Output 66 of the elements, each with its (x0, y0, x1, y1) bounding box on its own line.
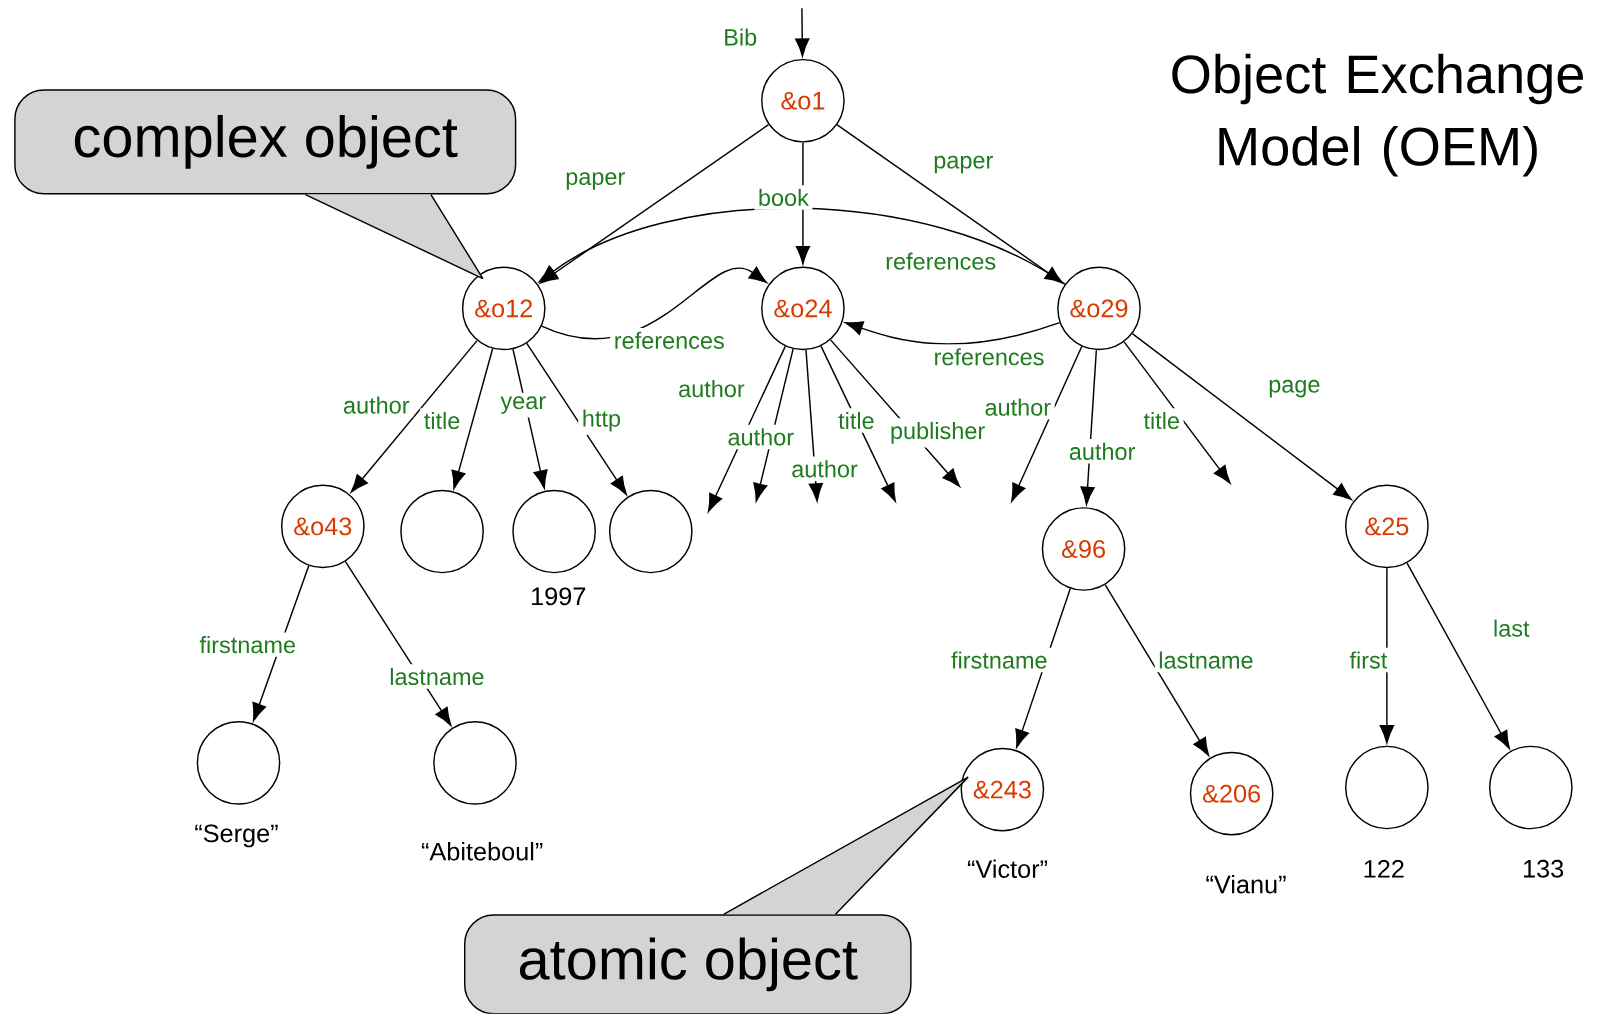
edge-label: title (834, 408, 879, 433)
value-text: “Victor” (967, 859, 1048, 879)
edge-label: references (881, 249, 1000, 274)
object-circle (400, 489, 484, 574)
arrow (350, 340, 478, 493)
edge-label: paper (929, 152, 997, 178)
edge-label: author (980, 395, 1055, 420)
arrow (1123, 341, 1231, 484)
arrow (540, 266, 768, 340)
edge-label: Bib (719, 24, 761, 50)
arrow (820, 345, 896, 502)
object-circle (512, 489, 596, 574)
value-text: “Serge” (195, 824, 278, 848)
edge-label: http (578, 406, 625, 436)
edge-label: paper (561, 168, 629, 194)
edge-label: author (1065, 439, 1139, 464)
arrow (1011, 346, 1083, 502)
arrow (795, 7, 810, 57)
edge-label: author (723, 424, 798, 450)
edge-label: firstname (195, 632, 300, 657)
arrow (451, 348, 494, 490)
edge-label: title (1139, 408, 1184, 433)
edge-label: author (339, 393, 414, 418)
arrow (1406, 562, 1510, 750)
edge-label: references (610, 328, 729, 353)
callout-pointer (722, 776, 969, 916)
object-circle (433, 721, 517, 805)
edge-label: firstname (947, 647, 1052, 673)
edge-label: page (1264, 376, 1325, 402)
value-text: “Vianu” (1206, 875, 1286, 894)
arrow (1080, 349, 1098, 506)
arrow (512, 348, 548, 489)
value-text: “Abiteboul” (421, 842, 543, 861)
edge-label: author (674, 376, 749, 401)
object-circle (196, 721, 281, 805)
object-circle (1488, 745, 1573, 830)
edge-label: year (496, 392, 550, 418)
arrow (526, 342, 627, 495)
arrow (344, 561, 452, 727)
object-circle (1345, 745, 1429, 830)
edge-label: book (754, 185, 813, 210)
arrow (1104, 584, 1210, 757)
arrow (1015, 588, 1071, 748)
edge-label: last (1489, 616, 1534, 641)
edge-label: title (420, 408, 464, 433)
arrow (844, 321, 1061, 345)
object-circle (608, 489, 693, 574)
callout-pointer (304, 193, 484, 280)
value-text: 133 (1523, 860, 1564, 878)
value-text: 122 (1364, 860, 1404, 878)
edge-label: references (929, 344, 1049, 370)
arrow (1379, 567, 1395, 744)
edge-label: author (787, 456, 862, 482)
edge-label: lastname (1154, 647, 1258, 673)
arrow (805, 349, 824, 502)
arrow (836, 124, 1064, 284)
arrow (538, 207, 1066, 286)
callout-box: atomic object (463, 914, 912, 1014)
edge-label: lastname (385, 664, 489, 689)
edge-label: first (1345, 647, 1391, 673)
arrow (1131, 333, 1352, 501)
arrow (252, 565, 310, 722)
title: Object Exchange Model (OEM) (1172, 53, 1583, 177)
edge-label: publisher (886, 418, 989, 448)
arrow (753, 348, 794, 502)
value-text: 1997 (532, 587, 586, 606)
